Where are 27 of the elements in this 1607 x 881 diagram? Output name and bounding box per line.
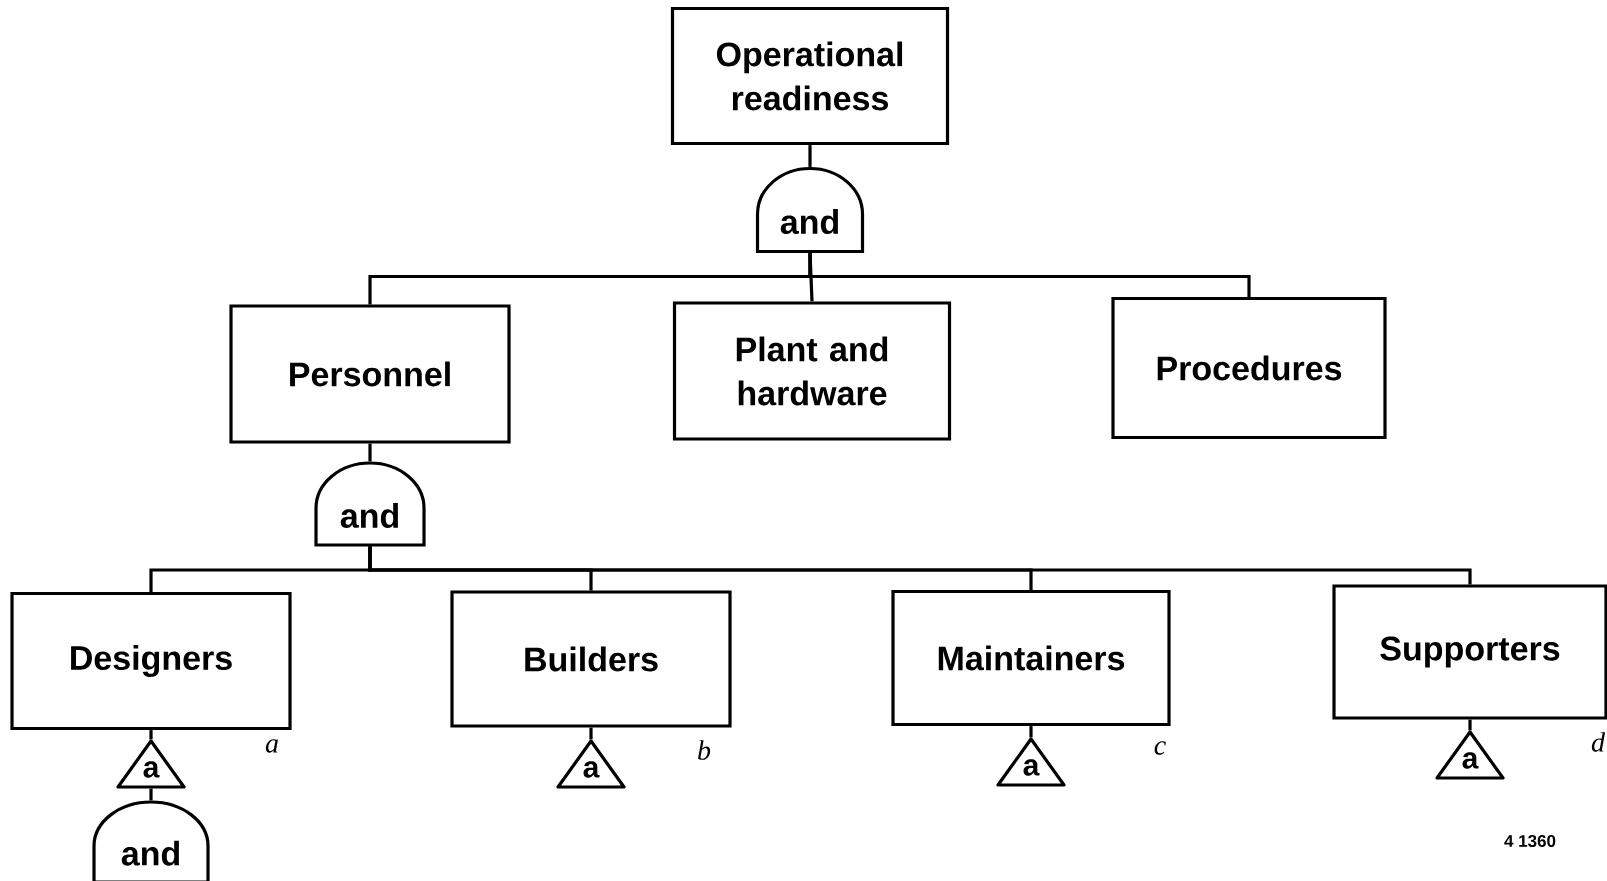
event-box: Operational readiness: [670, 6, 950, 146]
connector-line: [808, 253, 1251, 297]
connector-line: [368, 443, 372, 462]
transfer-triangle: a: [1435, 730, 1505, 780]
connector-line: [1029, 726, 1033, 738]
handwritten-letter: a: [265, 739, 278, 753]
transfer-triangle: a: [996, 737, 1066, 787]
connector-line: [149, 788, 153, 801]
connector-line: [368, 546, 1472, 585]
connector-line: [589, 727, 593, 740]
event-box: Maintainers: [891, 589, 1171, 727]
event-box: Plant and hardware: [672, 301, 952, 441]
and-gate: and: [92, 800, 210, 881]
transfer-triangle: a: [556, 739, 626, 789]
transfer-triangle: a: [116, 739, 186, 789]
event-box: Designers: [10, 591, 292, 731]
event-box: Personnel: [229, 304, 511, 444]
event-box: Supporters: [1332, 584, 1607, 720]
and-gate: and: [314, 461, 426, 547]
event-box: Procedures: [1111, 296, 1387, 440]
and-gate: and: [755, 166, 865, 254]
connector-line: [808, 145, 812, 167]
figure-number: 4 1360: [1504, 834, 1556, 847]
connector-line: [1468, 719, 1472, 731]
connector-line: [149, 730, 153, 740]
event-box: Builders: [450, 590, 732, 728]
handwritten-letter: b: [698, 740, 711, 760]
